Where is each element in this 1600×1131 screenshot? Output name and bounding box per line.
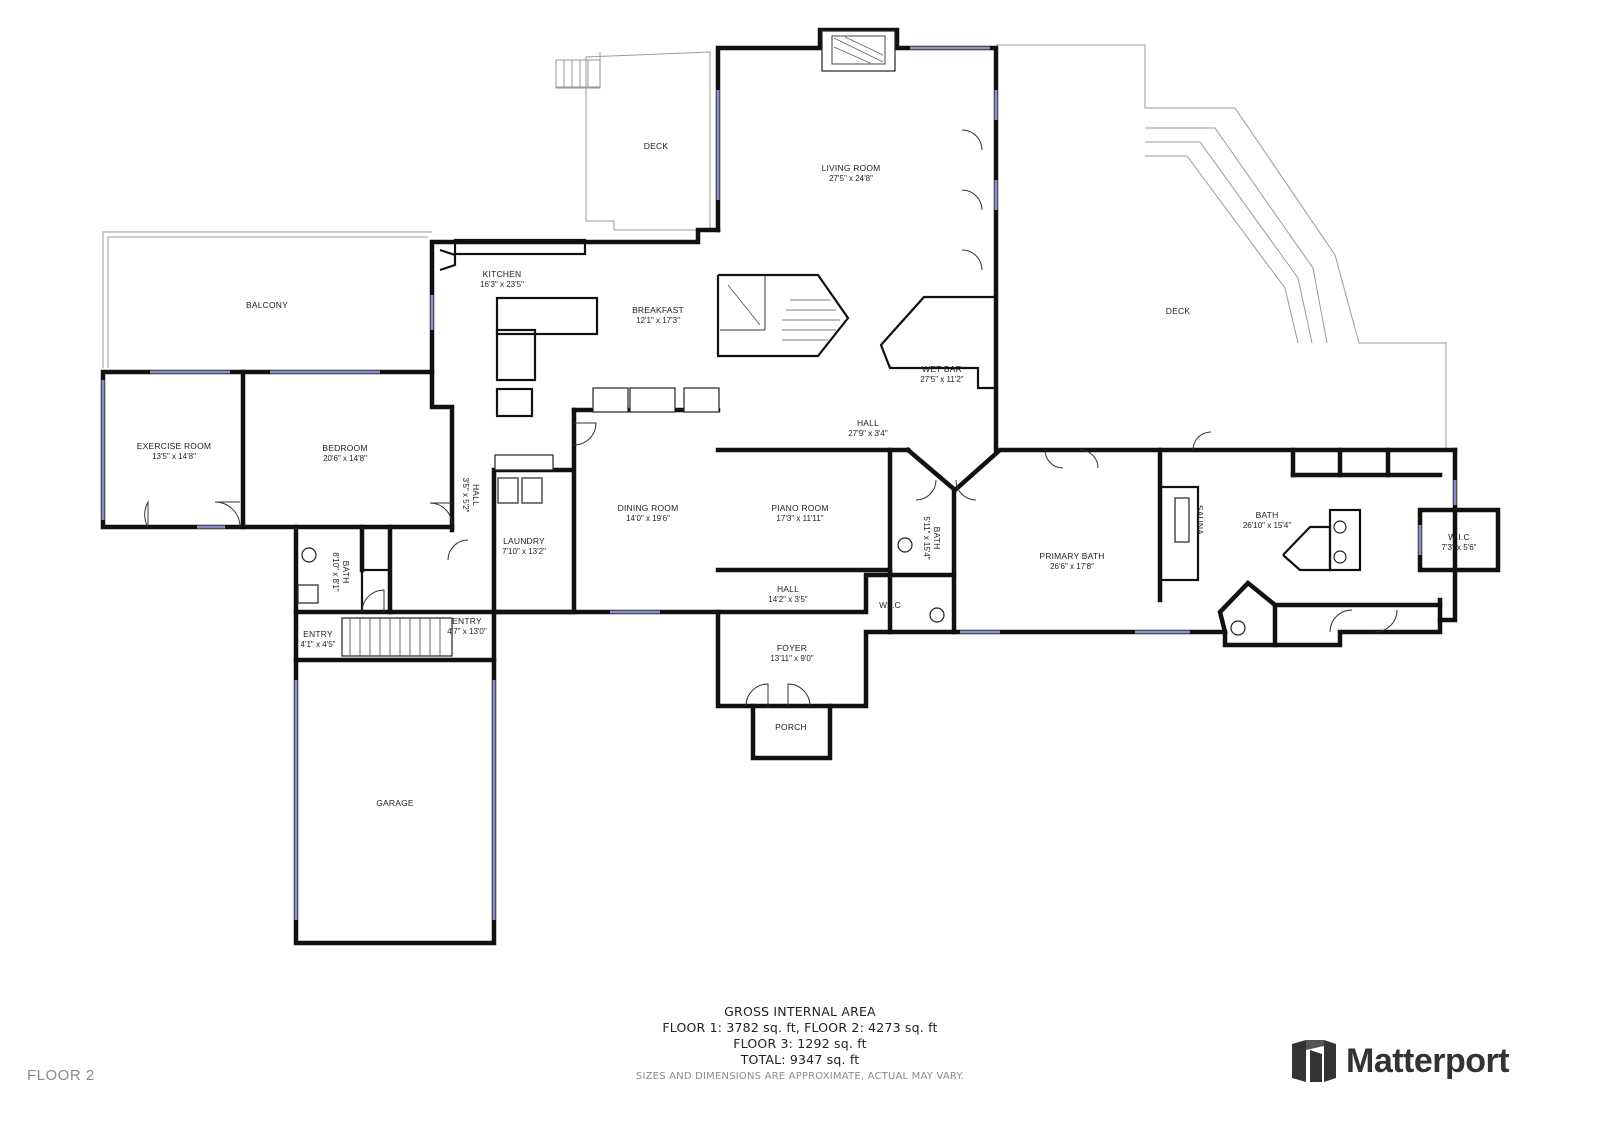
fixtures <box>297 497 1347 636</box>
foyer-name: FOYER <box>777 643 807 653</box>
primary-bath-dim: 26'6" x 17'8" <box>1050 562 1094 571</box>
matterport-logo-icon <box>1292 1040 1336 1082</box>
area-total: TOTAL: 9347 sq. ft <box>740 1052 860 1067</box>
hall-upper-name: HALL <box>857 418 879 428</box>
hall-upper-dim: 27'9" x 3'4" <box>848 429 888 438</box>
outdoor-outlines <box>102 44 1447 450</box>
deck-top-name: DECK <box>644 141 669 151</box>
bath-left-dim: 8'10" x 8'1" <box>331 552 340 592</box>
porch-name: PORCH <box>775 722 807 732</box>
laundry-name: LAUNDRY <box>503 536 545 546</box>
walls <box>100 27 1501 946</box>
exercise-room-name: EXERCISE ROOM <box>137 441 211 451</box>
floor-label: FLOOR 2 <box>27 1067 95 1084</box>
piano-room-dim: 17'3" x 11'11" <box>776 514 823 523</box>
hall-lower-dim: 14'2" x 3'5" <box>768 595 808 604</box>
exercise-room-dim: 13'5" x 14'8" <box>152 452 196 461</box>
area-floor-1-2: FLOOR 1: 3782 sq. ft, FLOOR 2: 4273 sq. … <box>662 1020 938 1035</box>
breakfast-dim: 12'1" x 17'3" <box>636 316 680 325</box>
hall-vertical-dim: 3'5" x 5'2" <box>461 478 470 513</box>
wic-right-dim: 7'3" x 5'6" <box>1442 543 1477 552</box>
room-labels: DECK LIVING ROOM 27'5" x 24'8" KITCHEN 1… <box>137 141 1477 808</box>
area-floor-3: FLOOR 3: 1292 sq. ft <box>733 1036 867 1051</box>
bedroom-name: BEDROOM <box>322 443 367 453</box>
windows <box>101 46 1457 920</box>
area-heading: GROSS INTERNAL AREA <box>724 1004 876 1019</box>
wic-right-name: W.I.C <box>1448 532 1470 542</box>
foyer-dim: 13'11" x 9'0" <box>770 654 813 663</box>
sauna-name: SAUNA <box>1195 505 1205 535</box>
living-room-name: LIVING ROOM <box>822 163 881 173</box>
wic-mid-name: W.I.C <box>879 600 901 610</box>
gross-internal-area: GROSS INTERNAL AREA FLOOR 1: 3782 sq. ft… <box>560 1004 1040 1068</box>
bath-mid-dim: 5'11" x 15'4" <box>922 516 931 559</box>
brand-name: Matterport <box>1346 1041 1510 1080</box>
brand: Matterport <box>1290 1038 1510 1084</box>
living-room-dim: 27'5" x 24'8" <box>829 174 873 183</box>
dining-room-name: DINING ROOM <box>618 503 679 513</box>
entry-right-dim: 4'7" x 13'0" <box>447 627 487 636</box>
entry-right-name: ENTRY <box>452 616 482 626</box>
entry-left-name: ENTRY <box>303 629 333 639</box>
bedroom-dim: 20'6" x 14'8" <box>323 454 367 463</box>
living-stairs <box>716 273 850 358</box>
doors <box>144 129 1398 707</box>
kitchen-dim: 16'3" x 23'5" <box>480 280 524 289</box>
dining-room-dim: 14'0" x 19'6" <box>626 514 670 523</box>
balcony-name: BALCONY <box>246 300 288 310</box>
deck-right-name: DECK <box>1166 306 1191 316</box>
wet-bar-dim: 27'5" x 11'2" <box>920 375 963 384</box>
bath-right-dim: 26'10" x 15'4" <box>1243 521 1291 530</box>
bath-mid-name: BATH <box>932 527 942 550</box>
bath-left-name: BATH <box>341 561 351 584</box>
hall-lower-name: HALL <box>777 584 799 594</box>
bath-right-name: BATH <box>1256 510 1279 520</box>
wet-bar-name: WET BAR <box>922 364 962 374</box>
laundry-dim: 7'10" x 13'2" <box>502 547 546 556</box>
kitchen-name: KITCHEN <box>483 269 522 279</box>
hall-vertical-name: HALL <box>471 484 481 506</box>
entry-stairs <box>341 617 453 657</box>
piano-room-name: PIANO ROOM <box>771 503 828 513</box>
disclaimer: SIZES AND DIMENSIONS ARE APPROXIMATE, AC… <box>635 1071 965 1082</box>
primary-bath-name: PRIMARY BATH <box>1039 551 1104 561</box>
breakfast-name: BREAKFAST <box>632 305 684 315</box>
garage-name: GARAGE <box>376 798 414 808</box>
entry-left-dim: 4'1" x 4'5" <box>301 640 336 649</box>
